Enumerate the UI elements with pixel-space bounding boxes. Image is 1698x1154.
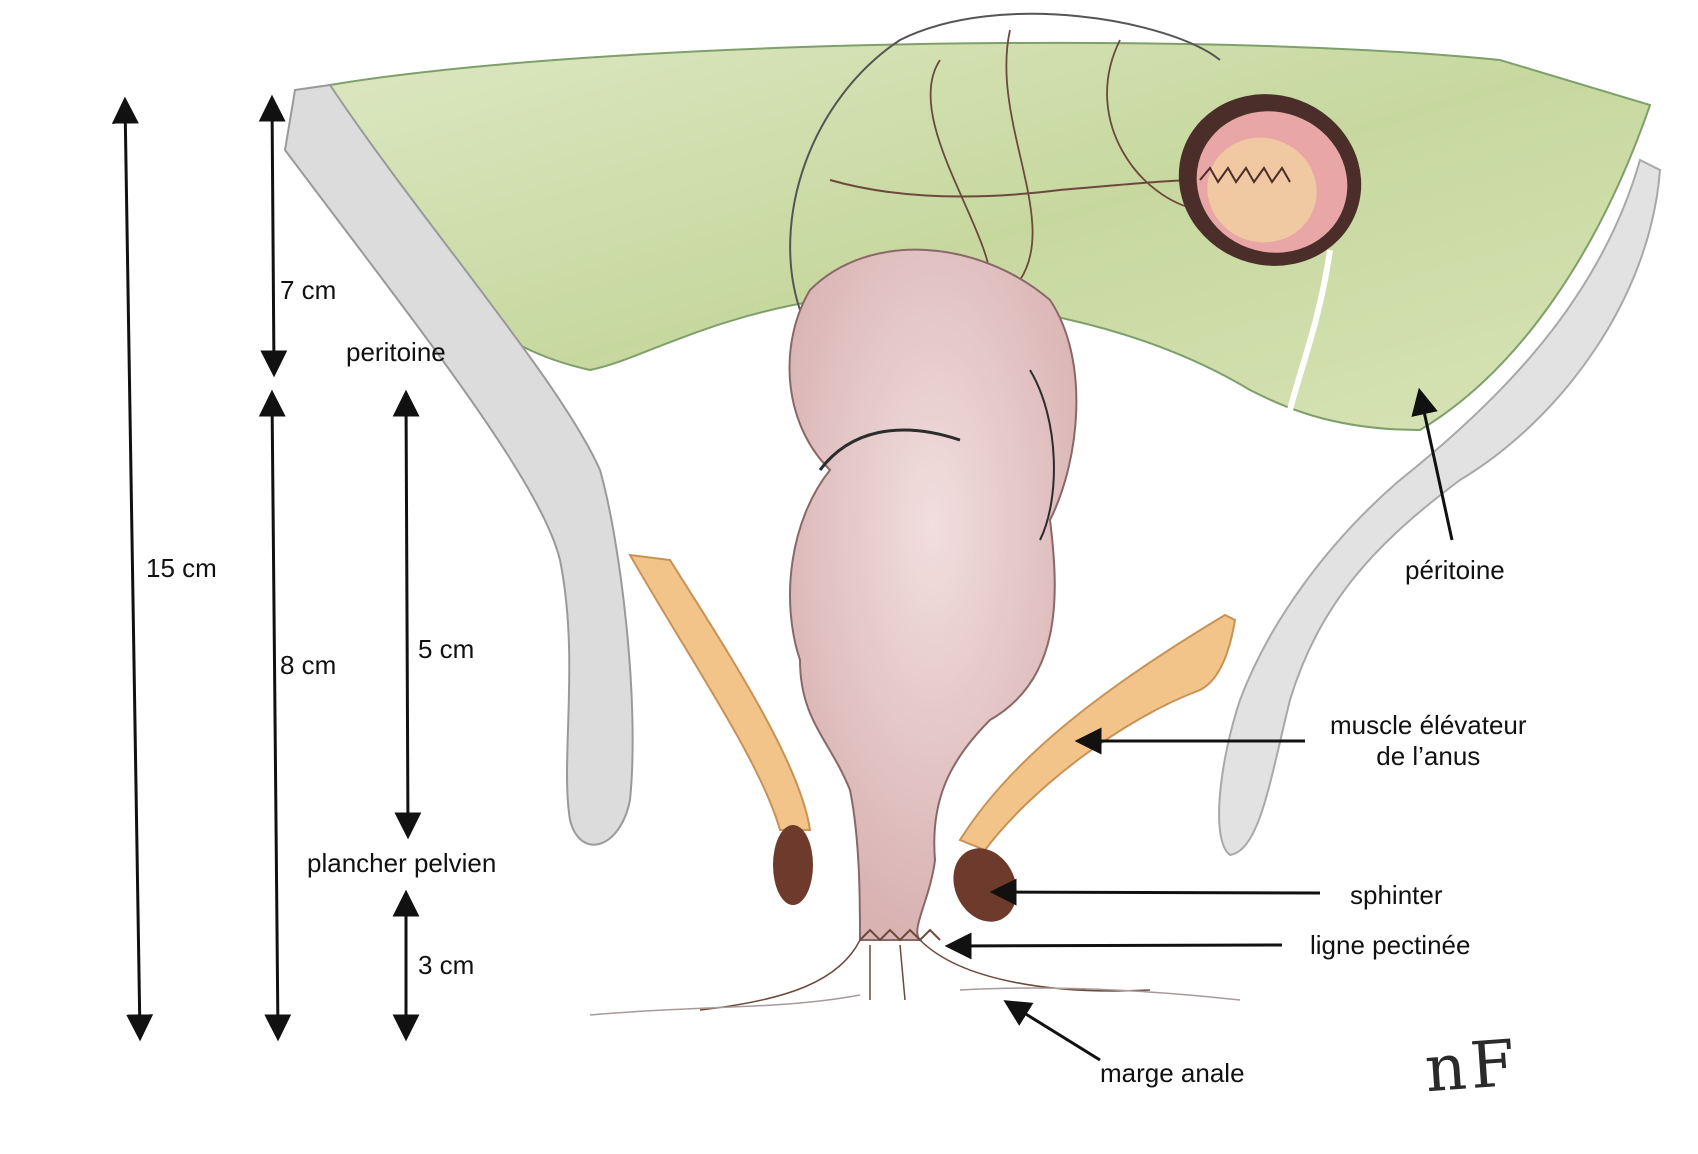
arrow-5cm [406,395,408,834]
arrow-sphinter [995,892,1320,893]
arrow-8cm [272,395,278,1036]
signature: nF [1423,1027,1522,1107]
label-7cm: 7 cm [280,275,336,306]
arrow-marge [1008,1003,1100,1060]
anal-margin [590,930,1240,1015]
label-marge-anale: marge anale [1100,1058,1245,1089]
arrow-15cm [125,102,140,1036]
label-5cm: 5 cm [418,634,474,665]
label-plancher-pelvien: plancher pelvien [307,848,496,879]
label-muscle-line2: de l’anus [1330,741,1527,772]
arrow-ligne [950,945,1282,946]
label-15cm: 15 cm [146,553,217,584]
label-peritoine-left: peritoine [346,337,446,368]
rectum [790,250,1077,940]
label-muscle-line1: muscle élévateur [1330,710,1527,741]
label-3cm: 3 cm [418,950,474,981]
label-peritoine-right: péritoine [1405,555,1505,586]
label-muscle-elevateur: muscle élévateur de l’anus [1330,710,1527,772]
label-sphinter: sphinter [1350,880,1443,911]
arrow-7cm [272,100,274,372]
label-8cm: 8 cm [280,650,336,681]
label-ligne-pectinee: ligne pectinée [1310,930,1470,961]
